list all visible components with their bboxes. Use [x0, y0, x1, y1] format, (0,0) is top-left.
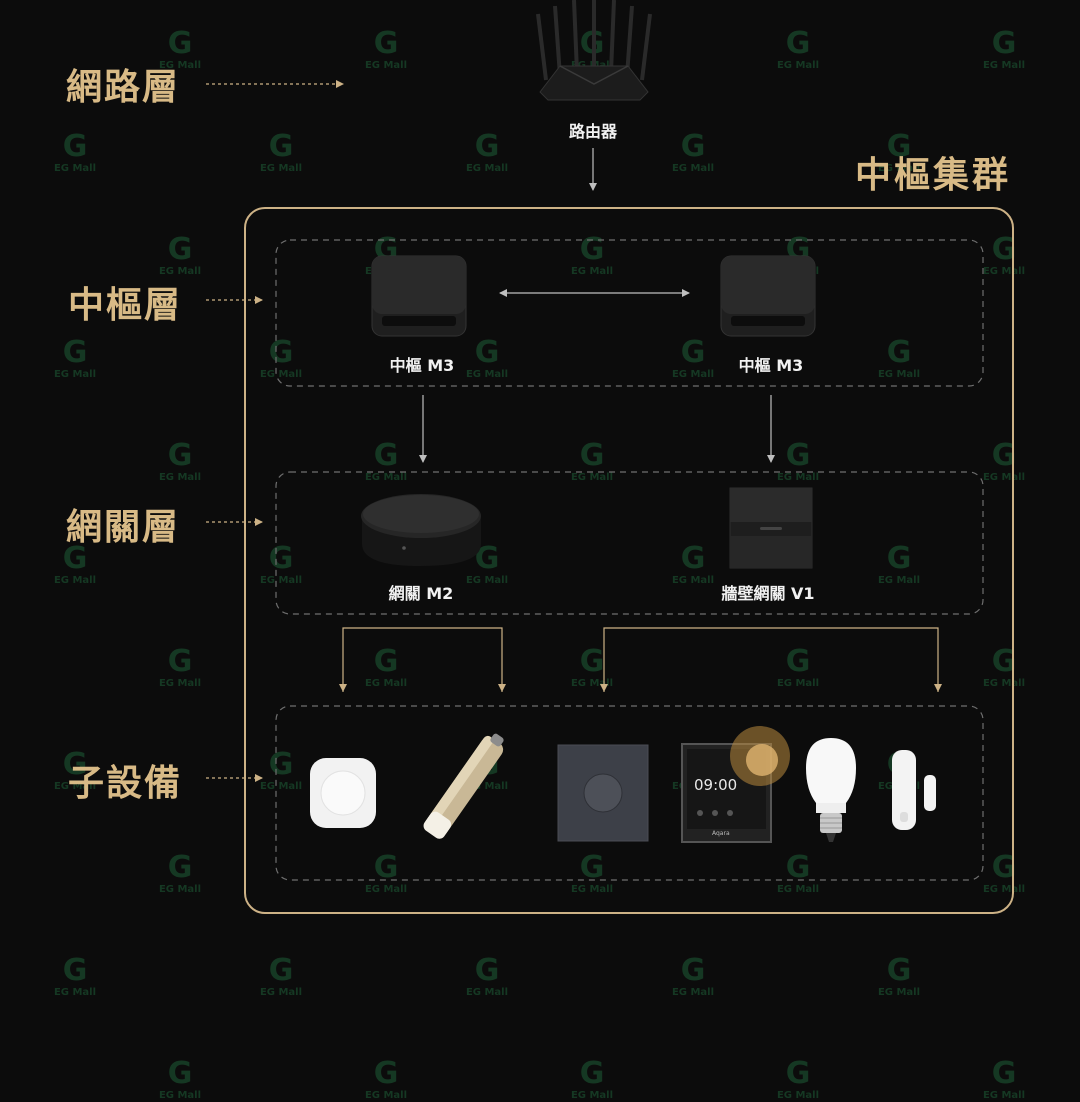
- watermark-text: EG Mall: [570, 1090, 614, 1101]
- knob-switch-icon: [557, 744, 649, 842]
- cluster-box: [244, 207, 1014, 914]
- hub-group-box: [275, 239, 984, 387]
- panel-brand: Aqara: [712, 830, 730, 837]
- gateway-m2-bracket: [342, 627, 503, 692]
- curtain-motor-icon: [423, 733, 504, 839]
- watermark-text: EG Mall: [158, 1090, 202, 1101]
- connector-layer: [206, 0, 1014, 914]
- watermark-text: EG Mall: [364, 1090, 408, 1101]
- router-label: 路由器: [568, 122, 617, 141]
- wall-gateway-label: 牆壁網關 V1: [721, 584, 815, 603]
- router-icon: [536, 0, 652, 101]
- wireless-button-icon: [310, 758, 376, 828]
- hub-layer-label: 中樞層: [68, 285, 183, 326]
- hub-right-label: 中樞 M3: [738, 356, 804, 375]
- hub-left-label: 中樞 M3: [389, 356, 455, 375]
- watermark-text: EG Mall: [776, 1090, 820, 1101]
- subdevice-layer-label: 子設備: [68, 763, 183, 804]
- wall-gateway-icon: [729, 487, 813, 569]
- gateway-layer-label: 網關層: [66, 507, 181, 548]
- cluster-title: 中樞集群: [855, 155, 1012, 196]
- watermark-text: EG Mall: [982, 1090, 1026, 1101]
- wall-gateway-bracket: [603, 627, 939, 692]
- light-bulb-icon: [806, 738, 856, 842]
- network-layer-label: 網路層: [66, 67, 181, 108]
- hub-left-icon: [371, 255, 467, 337]
- door-sensor-icon: [892, 750, 936, 830]
- gateway-m2-icon: [361, 494, 481, 566]
- hub-right-icon: [720, 255, 816, 337]
- panel-time: 09:00: [694, 776, 738, 794]
- subdevice-group-box: [275, 705, 984, 881]
- smart-panel-icon: [681, 726, 790, 843]
- gateway-m2-label: 網關 M2: [388, 584, 454, 603]
